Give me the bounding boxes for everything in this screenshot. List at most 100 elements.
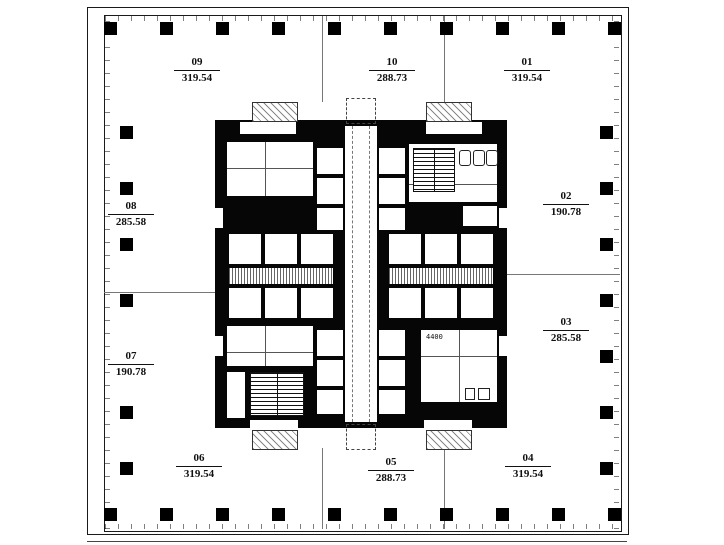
toilet-fixture-icon: [459, 150, 471, 166]
core-wall-opening: [424, 420, 472, 428]
unit-area: 319.54: [181, 72, 213, 84]
structural-column: [104, 508, 117, 521]
core-room: [463, 206, 497, 226]
structural-column: [216, 508, 229, 521]
unit-number: 06: [176, 452, 222, 467]
elevator-cell: [317, 148, 343, 174]
unit-label-03: 03 285.58: [543, 316, 589, 345]
mullion-ticks-top: [105, 16, 619, 21]
core-wall-opening: [215, 336, 223, 356]
floor-plate-outline: [104, 15, 622, 532]
expansion-joint-dashed: [346, 98, 376, 124]
structural-column: [120, 238, 133, 251]
unit-label-01: 01 319.54: [504, 56, 550, 85]
core-wall-opening: [499, 208, 507, 228]
structural-column: [600, 182, 613, 195]
elevator-cell: [317, 178, 343, 204]
elevator-cell: [461, 288, 493, 318]
unit-area: 319.54: [511, 72, 543, 84]
unit-area: 190.78: [115, 366, 147, 378]
unit-label-10: 10 288.73: [369, 56, 415, 85]
elevator-cell: [389, 288, 421, 318]
elevator-cell: [317, 360, 343, 386]
shaft-notch: [426, 102, 472, 122]
mullion-ticks-right: [614, 16, 619, 529]
unit-boundary-line: [322, 16, 323, 102]
core-wall-opening: [499, 336, 507, 356]
shaft-notch: [426, 430, 472, 450]
unit-boundary-line: [104, 292, 215, 293]
structural-column: [384, 22, 397, 35]
core-room: [227, 326, 313, 366]
structural-column: [272, 22, 285, 35]
unit-number: 03: [543, 316, 589, 331]
unit-number: 10: [369, 56, 415, 71]
elevator-cell: [317, 208, 343, 230]
fixture-icon: [465, 388, 475, 400]
structural-column: [120, 126, 133, 139]
structural-column: [216, 22, 229, 35]
elevator-cell: [379, 360, 405, 386]
structural-column: [328, 508, 341, 521]
expansion-joint-dashed: [346, 424, 376, 450]
toilet-fixture-icon: [486, 150, 498, 166]
structural-column: [160, 508, 173, 521]
elevator-cell: [265, 234, 297, 264]
unit-number: 01: [504, 56, 550, 71]
structural-column: [160, 22, 173, 35]
unit-label-08: 08 285.58: [108, 200, 154, 229]
elevator-cell: [317, 390, 343, 414]
structural-column: [600, 462, 613, 475]
structural-column: [440, 508, 453, 521]
elevator-cell: [301, 234, 333, 264]
elevator-cell: [461, 234, 493, 264]
unit-boundary-line: [322, 448, 323, 529]
elevator-cell: [379, 178, 405, 204]
structural-column: [120, 182, 133, 195]
structural-column: [272, 508, 285, 521]
unit-label-02: 02 190.78: [543, 190, 589, 219]
sheet-border: [87, 7, 629, 535]
structural-column: [600, 406, 613, 419]
elevator-cell: [317, 330, 343, 356]
sheet-bottom-rule: [87, 541, 627, 542]
core-room: [227, 372, 245, 418]
unit-number: 04: [505, 452, 551, 467]
unit-area: 285.58: [550, 332, 582, 344]
core-wall-opening: [426, 122, 482, 134]
unit-boundary-line: [507, 274, 620, 275]
elevator-cell: [379, 390, 405, 414]
structural-column: [552, 508, 565, 521]
elevator-cell: [229, 234, 261, 264]
unit-boundary-line: [444, 16, 445, 102]
unit-number: 09: [174, 56, 220, 71]
mullion-ticks-bottom: [105, 524, 619, 529]
structural-column: [104, 22, 117, 35]
unit-label-06: 06 319.54: [176, 452, 222, 481]
elevator-cell: [379, 148, 405, 174]
unit-boundary-line: [444, 448, 445, 529]
unit-area: 319.54: [512, 468, 544, 480]
core-dimension-label: 4400: [426, 333, 443, 341]
unit-area: 319.54: [183, 468, 215, 480]
elevator-cell: [379, 208, 405, 230]
unit-area: 288.73: [376, 72, 408, 84]
core-room: [227, 142, 313, 196]
structural-column: [600, 126, 613, 139]
core-corridor: [345, 126, 377, 422]
unit-label-04: 04 319.54: [505, 452, 551, 481]
unit-area: 288.73: [375, 472, 407, 484]
structural-column: [608, 508, 621, 521]
unit-label-07: 07 190.78: [108, 350, 154, 379]
toilet-fixture-icon: [473, 150, 485, 166]
elevator-cell: [425, 288, 457, 318]
shaft-notch: [252, 102, 298, 122]
elevator-cell: [425, 234, 457, 264]
elevator-cell: [229, 288, 261, 318]
elevator-cell: [301, 288, 333, 318]
elevator-lobby: [229, 268, 333, 284]
unit-area: 285.58: [115, 216, 147, 228]
structural-column: [120, 462, 133, 475]
structural-column: [496, 22, 509, 35]
structural-column: [552, 22, 565, 35]
